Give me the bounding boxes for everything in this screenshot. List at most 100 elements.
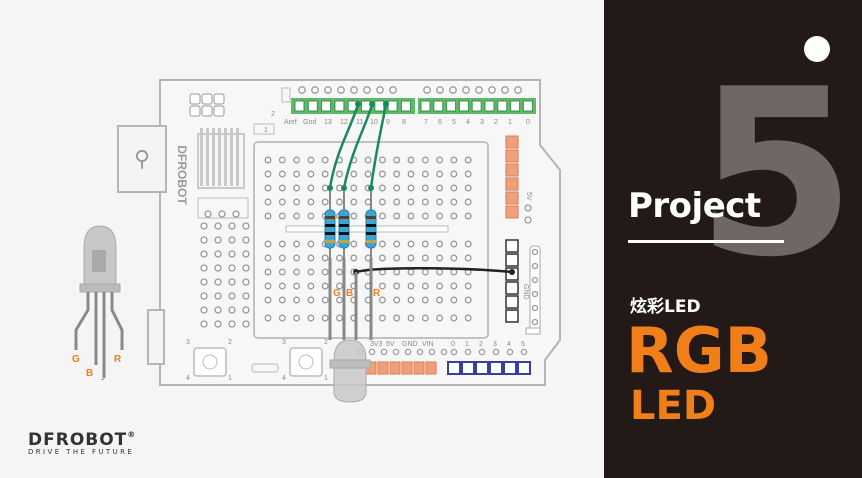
hole	[393, 184, 401, 192]
hole	[407, 314, 415, 322]
hole	[242, 320, 250, 328]
hole	[307, 170, 315, 178]
hole	[228, 306, 236, 314]
power-label: VIN	[422, 341, 434, 348]
hole	[242, 264, 250, 272]
header-pin	[497, 100, 508, 112]
hole	[307, 282, 315, 290]
pin-label-3: 3	[480, 119, 484, 126]
led-label-g: G	[333, 288, 341, 299]
hole	[293, 184, 301, 192]
small-pad	[525, 327, 541, 335]
hole	[307, 268, 315, 276]
resistor-band	[325, 224, 335, 227]
hole	[278, 156, 286, 164]
label-1: 1	[264, 127, 268, 134]
hole	[321, 314, 329, 322]
hole	[307, 240, 315, 248]
side-label-g: G	[72, 354, 80, 365]
header-pin	[321, 100, 332, 112]
hole	[242, 292, 250, 300]
hole	[337, 86, 345, 94]
hole	[464, 184, 472, 192]
hole	[200, 250, 208, 258]
hole	[214, 264, 222, 272]
hole	[531, 290, 539, 298]
hole	[364, 170, 372, 178]
hole	[293, 198, 301, 206]
hole	[278, 198, 286, 206]
hole	[200, 306, 208, 314]
hole	[464, 282, 472, 290]
hole	[464, 254, 472, 262]
pin-label-11: 11	[356, 119, 363, 126]
hole	[200, 222, 208, 230]
orange-pin	[505, 163, 519, 177]
hole	[407, 198, 415, 206]
analog-label: 1	[465, 341, 469, 348]
usb-icon: ⚲	[134, 146, 150, 171]
hole	[293, 240, 301, 248]
header-pin	[433, 100, 444, 112]
hole	[376, 86, 384, 94]
logo-text: DFROBOT®	[28, 430, 137, 450]
hole	[407, 184, 415, 192]
resistor-band	[339, 232, 349, 235]
hole	[378, 184, 386, 192]
hole	[436, 184, 444, 192]
pin-label-2: 2	[494, 119, 498, 126]
hole	[380, 348, 388, 356]
hole	[450, 184, 458, 192]
analog-pin	[475, 361, 489, 375]
hole	[264, 170, 272, 178]
hole	[214, 236, 222, 244]
hole	[450, 254, 458, 262]
pin-label-9: 9	[386, 119, 390, 126]
title-panel: 5 Project 炫彩LED RGB LED	[604, 0, 862, 478]
btn-pin-1b: 1	[324, 375, 328, 382]
hole	[464, 240, 472, 248]
pin-label-0: 0	[526, 119, 530, 126]
hole	[392, 348, 400, 356]
hole	[378, 254, 386, 262]
proto-holes	[200, 210, 250, 328]
power-pin	[377, 361, 389, 375]
hole	[350, 198, 358, 206]
hole	[214, 222, 222, 230]
hole	[464, 314, 472, 322]
hole	[407, 282, 415, 290]
hole	[450, 282, 458, 290]
hole	[378, 156, 386, 164]
analog-label: 0	[451, 341, 455, 348]
btn-pin-3b: 3	[282, 339, 286, 346]
header-pin	[471, 100, 482, 112]
hole	[501, 86, 509, 94]
power-label: 3V3	[370, 341, 383, 348]
hole	[336, 254, 343, 262]
orange-pin	[505, 135, 519, 149]
hole	[436, 212, 444, 220]
hole	[200, 264, 208, 272]
right-side-bar	[529, 245, 541, 331]
hole	[214, 278, 222, 286]
hole	[363, 86, 371, 94]
btn-pin-3a: 3	[186, 339, 190, 346]
hole	[264, 268, 272, 276]
analog-pin	[517, 361, 531, 375]
hole	[514, 86, 522, 94]
orange-pin	[505, 191, 519, 205]
side-label-r: R	[114, 354, 122, 365]
resistor-band	[366, 232, 376, 235]
pin-label-7: 7	[424, 119, 428, 126]
wire-green-1	[328, 103, 360, 189]
hole	[423, 86, 431, 94]
hole	[393, 170, 401, 178]
power-label: GND	[402, 341, 418, 348]
icsp-pin	[213, 105, 225, 117]
hole	[350, 184, 358, 192]
power-pin	[401, 361, 413, 375]
hole	[200, 278, 208, 286]
